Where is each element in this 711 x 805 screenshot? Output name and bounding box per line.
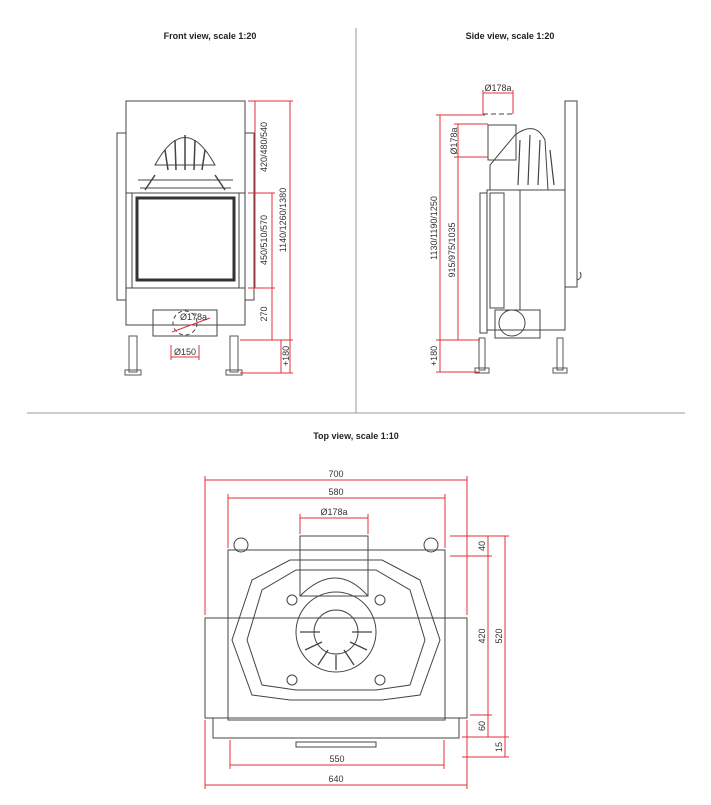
dim-side-legs: +180 bbox=[429, 346, 439, 366]
dim-front-flue-top: Ø178a bbox=[180, 312, 207, 322]
top-view-dimensions bbox=[204, 476, 509, 789]
top-view-drawing bbox=[204, 535, 468, 748]
top-view-title: Top view, scale 1:10 bbox=[313, 431, 399, 441]
dim-top-40: 40 bbox=[477, 541, 487, 551]
dim-side-flue-height: Ø178a bbox=[449, 127, 459, 154]
side-view-dimensions bbox=[436, 90, 514, 373]
dim-top-700: 700 bbox=[328, 469, 343, 479]
dim-front-flue-bottom: Ø150 bbox=[174, 347, 196, 357]
dim-front-total: 1140/1260/1380 bbox=[278, 188, 288, 252]
dim-top-640: 640 bbox=[328, 774, 343, 784]
dim-side-total: 1130/1190/1250 bbox=[429, 196, 439, 260]
dim-top-60: 60 bbox=[477, 721, 487, 731]
dim-top-flue: Ø178a bbox=[320, 507, 347, 517]
front-view-drawing bbox=[116, 100, 255, 376]
side-view-drawing bbox=[474, 100, 582, 374]
front-view-title: Front view, scale 1:20 bbox=[163, 31, 257, 41]
dim-side-flue-width: Ø178a bbox=[484, 83, 511, 93]
dim-front-door: 450/510/570 bbox=[259, 215, 269, 265]
dim-side-body: 915/975/1035 bbox=[447, 222, 457, 277]
dim-top-420: 420 bbox=[477, 628, 487, 643]
dim-top-520: 520 bbox=[494, 628, 504, 643]
dim-top-15: 15 bbox=[494, 742, 504, 752]
dim-front-legs: +180 bbox=[281, 346, 291, 366]
side-view-title: Side view, scale 1:20 bbox=[465, 31, 555, 41]
dim-front-upper: 420/480/540 bbox=[259, 122, 269, 172]
dim-top-580: 580 bbox=[328, 487, 343, 497]
dim-front-base: 270 bbox=[259, 306, 269, 321]
dim-top-550: 550 bbox=[329, 754, 344, 764]
front-view-dimensions bbox=[170, 100, 293, 374]
